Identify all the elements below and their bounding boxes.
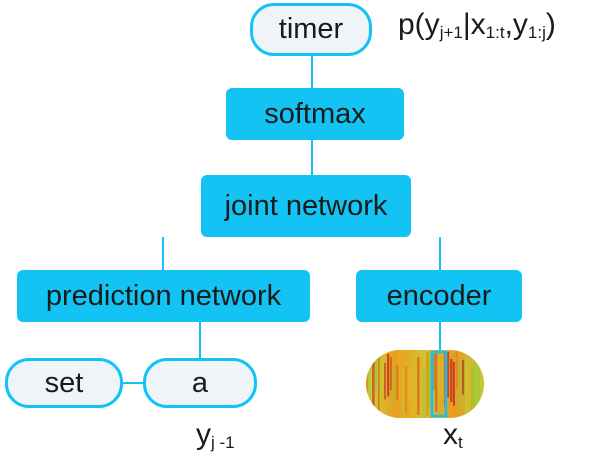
spectrogram-image [366, 350, 484, 418]
spectrogram-stripe [405, 366, 408, 413]
spectrogram-stripe [366, 359, 369, 394]
connector-joint-encoder [439, 237, 441, 270]
spectrogram-stripe [480, 367, 483, 399]
spectrogram-stripe [372, 355, 375, 410]
spectrogram-stripe [420, 350, 423, 403]
spectrogram-stripe [408, 364, 410, 405]
spectrogram-stripe [396, 365, 399, 401]
set-label: set [44, 366, 84, 399]
spectrogram-stripe [375, 354, 378, 391]
spectrogram-stripe [384, 363, 386, 400]
encoder-label: encoder [386, 279, 492, 312]
spectrogram-stripe [423, 369, 426, 418]
connector-timer-softmax [311, 56, 313, 88]
spectrogram-stripe [453, 362, 455, 406]
spectrogram-stripe [477, 357, 480, 417]
connector-joint-prediction [162, 237, 164, 270]
encoder-node: encoder [356, 270, 522, 322]
spectrogram-stripe [393, 367, 396, 406]
connector-set-a [123, 382, 143, 384]
spectrogram-stripe [474, 358, 476, 418]
spectrogram-stripe [456, 351, 458, 389]
timer-node: timer [250, 3, 372, 56]
spectrogram-stripe [432, 354, 435, 391]
spectrogram-stripe [414, 361, 416, 404]
spectrogram-stripe [378, 353, 380, 418]
spectrogram-stripe [465, 359, 468, 415]
y-prev-label: yj -1 [196, 418, 235, 452]
joint-network-node: joint network [201, 175, 411, 237]
a-node: a [143, 358, 257, 408]
spectrogram-stripe [381, 358, 384, 396]
spectrogram-stripe [468, 367, 471, 416]
prediction-network-label: prediction network [45, 279, 282, 312]
softmax-label: softmax [264, 97, 366, 130]
spectrogram-stripe [450, 359, 453, 402]
spectrogram-stripe [402, 369, 404, 416]
prediction-network-node: prediction network [17, 270, 310, 322]
spectrogram-stripe [399, 351, 401, 397]
a-label: a [191, 366, 209, 399]
output-probability-label: p(yj+1|x1:t,y1:j) [398, 8, 556, 42]
timer-label: timer [278, 13, 344, 45]
spectrogram-stripe [438, 359, 440, 400]
connector-encoder-spectrogram [439, 322, 441, 350]
spectrogram-stripe [471, 368, 474, 418]
spectrogram-stripe [483, 369, 484, 405]
spectrogram-stripe [459, 362, 462, 407]
spectrogram-stripe [387, 354, 390, 397]
spectrogram-stripe [435, 350, 438, 412]
spectrogram-stripe [411, 369, 414, 418]
spectrogram-stripe [429, 353, 432, 410]
spectrogram-stripe [426, 352, 429, 417]
connector-prediction-a [199, 322, 201, 358]
x-t-label: xt [443, 418, 463, 452]
softmax-node: softmax [226, 88, 404, 140]
spectrogram-stripe [447, 352, 450, 398]
joint-network-label: joint network [224, 189, 388, 222]
current-frame-highlight [430, 350, 448, 418]
spectrogram-stripe [441, 357, 443, 399]
set-node: set [5, 358, 123, 408]
connector-softmax-joint [311, 140, 313, 175]
spectrogram-stripe [390, 357, 393, 391]
spectrogram-stripe [369, 360, 371, 418]
spectrogram-fill [366, 350, 484, 418]
spectrogram-stripe [462, 360, 465, 395]
spectrogram-stripe [417, 357, 420, 416]
